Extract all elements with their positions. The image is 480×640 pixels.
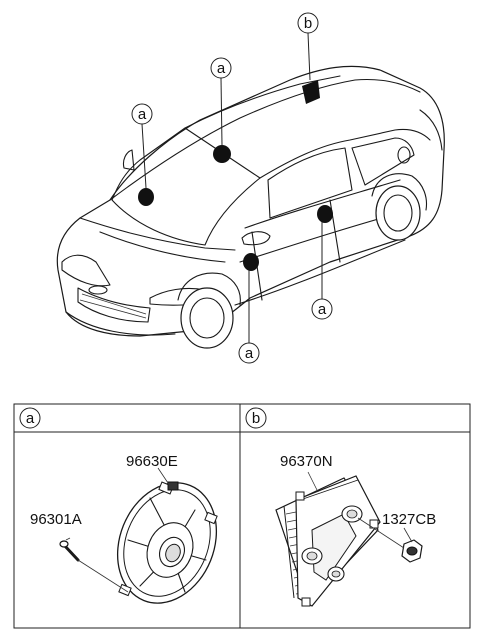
speaker-location-front-door (243, 253, 259, 271)
part-number-1327CB: 1327CB (382, 511, 436, 528)
speaker-location-rear-door (317, 205, 333, 223)
nut-1327CB (401, 539, 423, 563)
leader-96630E (157, 467, 171, 487)
leader-1327CB (403, 527, 413, 543)
callout-a-rear-door: a (311, 298, 333, 320)
speaker-assembly (116, 481, 218, 604)
section-a-label: a (26, 410, 35, 427)
section-a-header: a (19, 407, 41, 429)
callout-label: b (304, 15, 312, 32)
amplifier-location-rear-shelf (302, 80, 320, 104)
callout-a-windshield: a (131, 103, 153, 125)
callout-b-rear: b (297, 12, 319, 34)
callout-a-dash: a (210, 57, 232, 79)
part-number-96301A: 96301A (30, 511, 82, 528)
leader-96370N (307, 471, 319, 493)
callout-label: a (217, 60, 226, 77)
callout-leaders (141, 32, 323, 343)
speaker-location-dash-center (213, 145, 231, 163)
car-illustration (56, 65, 445, 349)
section-b-header: b (245, 407, 267, 429)
screw-96301A (59, 540, 80, 562)
callout-label: a (245, 345, 254, 362)
callout-a-front-door: a (238, 342, 260, 364)
callout-label: a (318, 301, 327, 318)
leader-1327CB-to-amp (357, 517, 405, 549)
amplifier-module (275, 475, 381, 607)
callout-label: a (138, 106, 147, 123)
section-b-label: b (252, 410, 260, 427)
parts-table: a b (13, 403, 471, 629)
part-number-96630E: 96630E (126, 453, 178, 470)
leader-96301A-to-speaker (77, 559, 129, 593)
part-number-96370N: 96370N (280, 453, 333, 470)
leader-96301A (65, 537, 71, 541)
speaker-location-windshield-left (138, 188, 154, 206)
